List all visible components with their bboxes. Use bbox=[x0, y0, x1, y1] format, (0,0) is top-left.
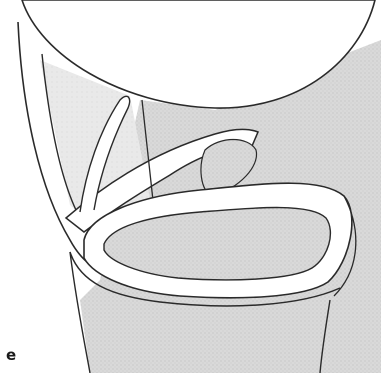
panel-label: e bbox=[6, 346, 16, 364]
